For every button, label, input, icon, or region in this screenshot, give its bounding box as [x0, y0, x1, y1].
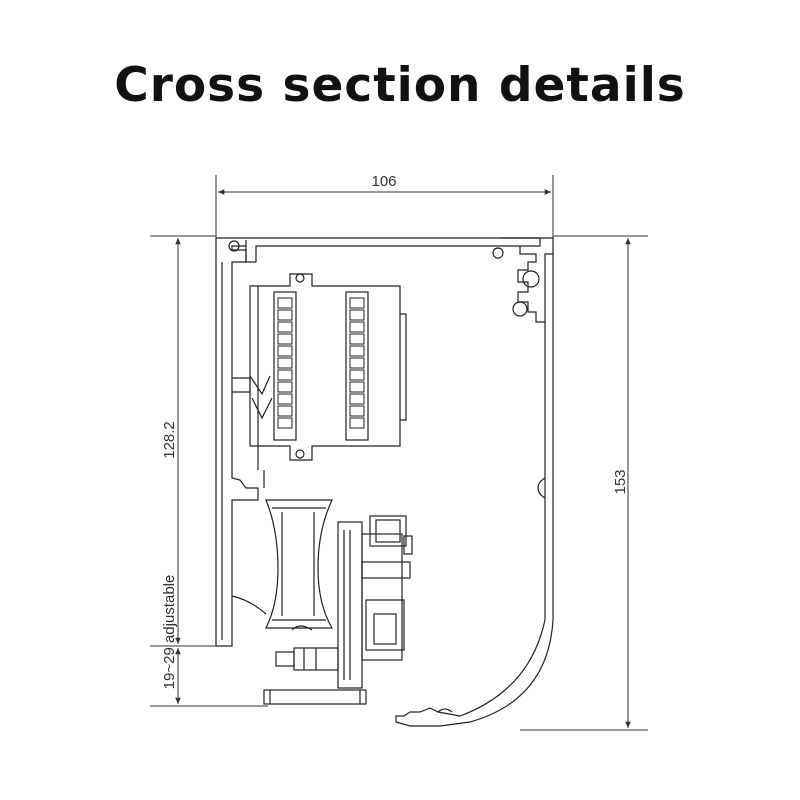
profile-outline	[215, 237, 554, 727]
driver-box	[249, 273, 407, 488]
height-total-dimension	[520, 235, 648, 731]
width-dimension	[215, 175, 554, 240]
height-total-label: 153	[612, 469, 629, 494]
adjustable-label: 19~29 adjustable	[161, 575, 178, 690]
width-dimension-label: 106	[371, 173, 396, 190]
roller	[231, 499, 334, 631]
mounting-clip	[232, 375, 273, 420]
page-title: Cross section details	[114, 58, 686, 113]
carriage-assembly	[263, 515, 413, 705]
height-upper-label: 128.2	[161, 421, 178, 459]
terminal-strip-right	[349, 297, 365, 429]
terminal-strip-left	[277, 297, 293, 429]
adjustable-dimension	[150, 648, 268, 707]
